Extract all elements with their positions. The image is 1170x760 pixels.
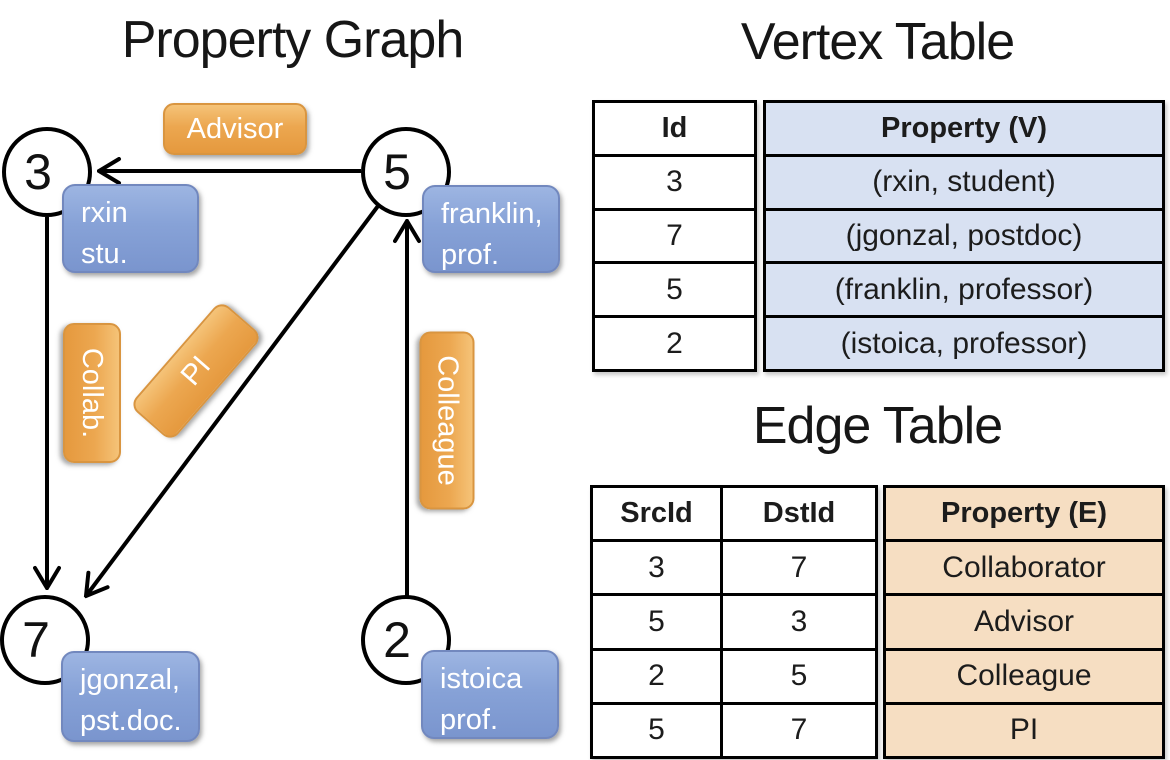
edge-table-title: Edge Table: [752, 397, 1003, 455]
column-header: Property (E): [886, 488, 1162, 540]
column-header: DstId: [762, 497, 836, 530]
graph-node-2: 2: [361, 595, 451, 685]
table-cell: 5: [593, 701, 720, 756]
edge-table: SrcId 3 5 2 5 DstId 7 3 5 7 Property (E)…: [590, 485, 1165, 759]
table-cell: (jgonzal, postdoc): [766, 207, 1162, 262]
table-cell: (rxin, student): [766, 153, 1162, 208]
vertex-table-id-column: Id 3 7 5 2: [592, 100, 757, 372]
vertex-card-istoica: istoica prof.: [421, 650, 559, 739]
table-cell: 7: [595, 207, 754, 262]
vertex-card-line: stu.: [81, 238, 128, 271]
vertex-card-line: rxin: [81, 197, 128, 229]
table-cell: 5: [593, 593, 720, 647]
table-cell: Collaborator: [886, 539, 1162, 594]
vertex-card-jgonzal: jgonzal, pst.doc.: [61, 651, 200, 742]
table-cell: 2: [593, 647, 720, 702]
edge-label-advisor: Advisor: [163, 103, 307, 155]
edge-table-id-columns: SrcId 3 5 2 5 DstId 7 3 5 7: [590, 485, 878, 759]
vertex-table-title: Vertex Table: [740, 13, 1015, 71]
vertex-card-line: pst.doc.: [80, 705, 182, 738]
vertex-card-line: franklin,: [441, 198, 543, 230]
table-cell: 3: [593, 539, 720, 593]
edge-label-collab: Collab.: [63, 323, 121, 463]
vertex-card-line: jgonzal,: [80, 664, 180, 696]
table-cell: Colleague: [886, 647, 1162, 702]
vertex-table: Id 3 7 5 2 Property (V) (rxin, student) …: [592, 100, 1165, 372]
graph-edges: [0, 0, 585, 760]
edge-5-to-7: [86, 204, 380, 596]
column-header: SrcId: [620, 497, 693, 530]
edge-table-dst-column: DstId 7 3 5 7: [723, 488, 875, 756]
vertex-card-franklin: franklin, prof.: [422, 185, 560, 273]
table-cell: 2: [595, 315, 754, 369]
edge-table-property-column: Property (E) Collaborator Advisor Collea…: [883, 485, 1165, 759]
vertex-table-property-column: Property (V) (rxin, student) (jgonzal, p…: [763, 100, 1165, 372]
table-cell: 5: [723, 647, 875, 702]
property-graph-title: Property Graph: [121, 11, 465, 69]
edge-table-src-column: SrcId 3 5 2 5: [593, 488, 723, 756]
edge-label-colleague: Colleague: [419, 331, 475, 510]
table-cell: (franklin, professor): [766, 261, 1162, 316]
vertex-card-line: istoica: [440, 663, 523, 695]
table-cell: 3: [723, 593, 875, 647]
vertex-card-rxin: rxin stu.: [62, 184, 199, 273]
table-cell: 5: [595, 261, 754, 315]
table-cell: 3: [595, 153, 754, 208]
table-cell: 7: [723, 701, 875, 756]
table-cell: (istoica, professor): [766, 315, 1162, 369]
table-cell: 7: [723, 539, 875, 593]
column-header: Property (V): [766, 103, 1162, 154]
graph-node-5: 5: [361, 127, 451, 217]
vertex-card-line: prof.: [441, 239, 500, 272]
vertex-card-line: prof.: [440, 704, 499, 737]
table-cell: PI: [886, 701, 1162, 757]
column-header: Id: [661, 111, 688, 144]
table-cell: Advisor: [886, 593, 1162, 648]
